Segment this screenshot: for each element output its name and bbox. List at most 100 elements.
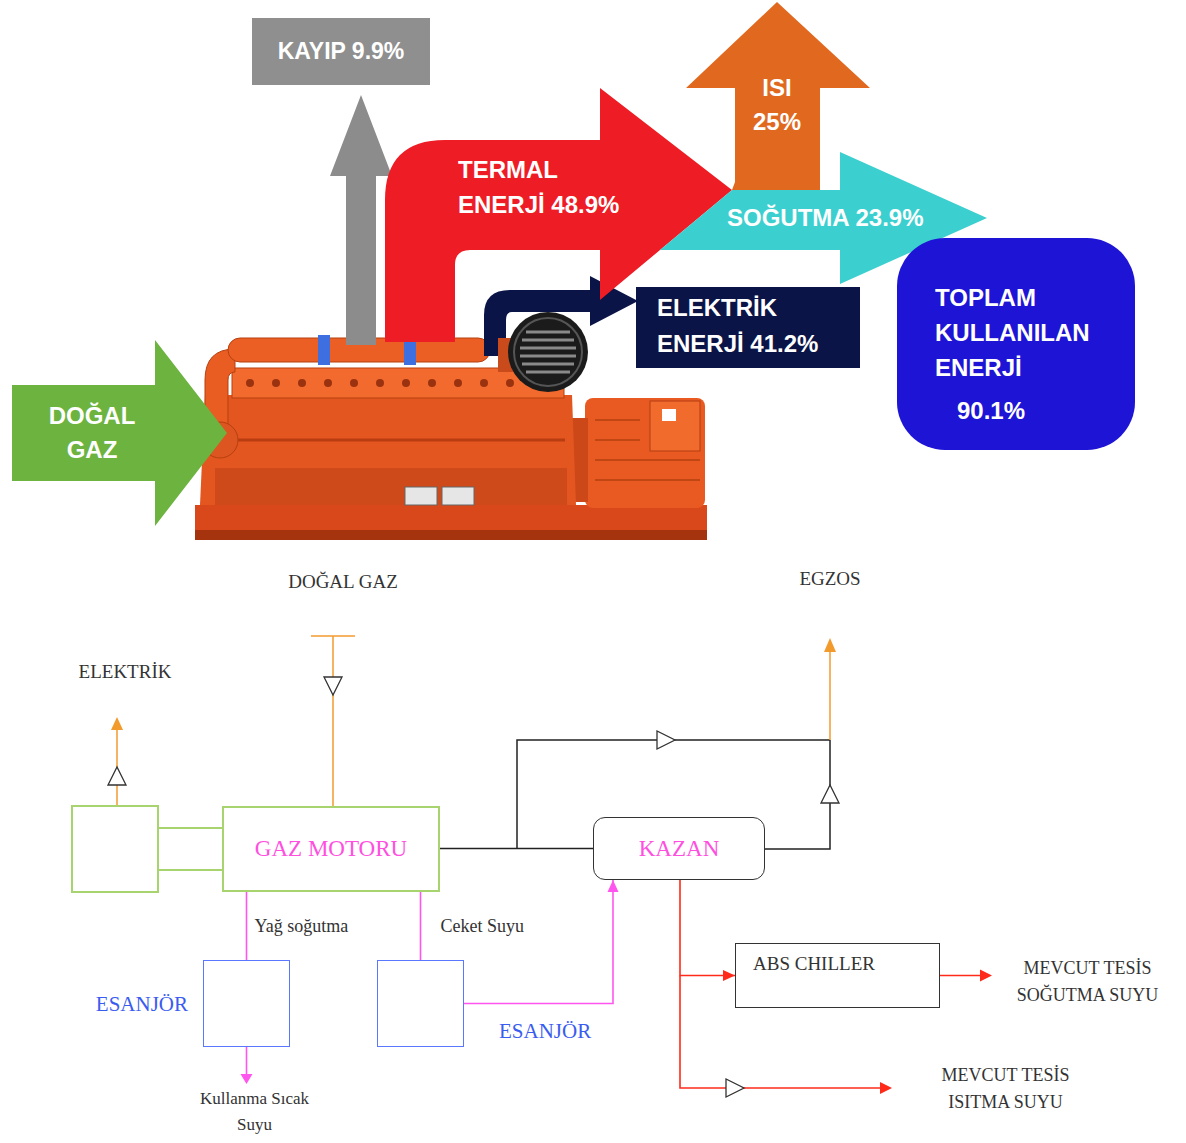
generator-symbol-part [158,869,222,871]
heating-water-line-part [726,1079,744,1097]
air-filter-part [520,355,576,358]
node-text-slot: GAZ MOTORU [224,834,438,864]
node-text-slot: DOĞAL GAZ [42,399,142,467]
generator-symbol-part [72,806,158,892]
air-filter-part [520,347,576,350]
connector-line [464,880,613,1004]
connector-line [680,880,735,976]
exhaust-line-part [765,740,830,849]
node-text: GAZ MOTORU [224,834,438,864]
total-energy-box: TOPLAM KULLANILAN ENERJİ 90.1% [897,238,1135,450]
chilled-water-line-part [940,975,982,977]
node-text-slot: ABS CHILLER [753,950,933,978]
air-filter-part [508,312,588,392]
node-text-slot: SOĞUTMA 23.9% [727,202,977,234]
chilled-water-line [940,970,992,982]
chilled-water-line-part [980,970,992,982]
exhaust-line-part [657,731,675,749]
gas-engine-part [506,379,514,387]
node-text-slot: 90.1% [957,393,1077,428]
node-text: KAYIP 9.9% [252,34,430,68]
node-text-slot: ESANJÖR [499,1017,639,1045]
gas-engine-part [215,439,565,442]
connector [464,880,619,1004]
generator-symbol [72,806,222,892]
gas-engine-part [454,379,462,387]
label-text: DOĞAL GAZ [263,568,423,595]
gas-engine-part [595,419,640,421]
node-text: DOĞAL GAZ [42,399,142,467]
gas-engine-part [402,379,410,387]
gas-engine-part [272,379,280,387]
label-text-slot: MEVCUT TESİS ISITMA SUYU [918,1062,1093,1116]
label-text-slot: MEVCUT TESİS SOĞUTMA SUYU [995,955,1180,1009]
node-text: SOĞUTMA 23.9% [727,202,977,234]
loss-box: KAYIP 9.9% [252,18,430,85]
air-filter-part [526,331,570,334]
node-text: ESANJÖR [499,1017,639,1045]
hot-water-line [241,1047,253,1084]
edge-label: Ceket Suyu [439,913,527,939]
air-filter-part [526,371,570,374]
gas-engine-part [480,379,488,387]
gas-engine-part [662,409,676,421]
electric-energy-box: ELEKTRİK ENERJİ 41.2% [636,287,860,368]
electric-output-line-part [111,717,123,730]
label-text-slot: DOĞAL GAZ [263,568,423,595]
node-text-slot: TOPLAM KULLANILAN ENERJİ [935,280,1100,385]
connector-line [246,892,248,960]
gas-engine-part [585,398,705,508]
gas-engine-part [376,379,384,387]
gas-engine-part [200,395,576,505]
fuel-input-arrow-shape [12,340,227,526]
label-text-slot: Kullanma Sıcak Suyu [192,1086,317,1138]
gas-engine-part [298,379,306,387]
node-text: ELEKTRİK ENERJİ 41.2% [657,290,837,362]
label-text: ELEKTRİK [45,658,205,685]
node-text: ESANJÖR [64,990,188,1018]
node-text-slot: KAYIP 9.9% [252,34,430,68]
absorption-chiller-box: ABS CHILLER [735,943,940,1008]
exhaust-line-part [517,740,830,849]
air-filter-part [522,339,574,342]
boiler-box: KAZAN [593,817,765,880]
gas-engine-part [246,379,254,387]
node-text: KAZAN [594,834,764,864]
connector [420,892,421,960]
gas-engine-part [195,530,707,540]
heating-water-line [680,976,892,1098]
node-text: ISI 25% [747,71,807,139]
air-filter [498,312,588,392]
gas-engine-part [595,459,700,461]
air-filter-part [522,363,574,366]
gas-engine-part [324,379,332,387]
edge-label-slot: Yağ soğutma [253,913,393,939]
hot-water-line-part [241,1074,253,1084]
gas-supply-line-part [332,636,334,806]
connector [680,880,735,981]
edge-label: Yağ soğutma [253,913,351,939]
fuel-input-arrow: DOĞAL GAZ [10,338,230,528]
gas-supply-line-part [324,677,342,695]
node-text-slot: TERMAL ENERJİ 48.9% [458,152,628,222]
gas-engine [195,335,707,540]
gas-engine-part [350,379,358,387]
gas-engine-part [650,401,700,451]
exhaust-line-part [824,638,836,652]
gas-engine-part [428,379,436,387]
gas-engine-part [595,479,700,481]
connector [246,892,247,960]
gas-engine-box: GAZ MOTORU [222,806,440,892]
gas-engine-part [195,505,707,539]
gas-engine-part [442,487,474,505]
connector-line [420,892,422,960]
gas-engine-part [405,487,437,505]
electric-output-line-part [108,767,126,785]
label-text: EGZOS [770,565,890,592]
generator-symbol-part [158,827,222,829]
hot-water-line-part [246,1047,248,1076]
node-text: 90.1% [957,393,1077,428]
gas-supply-line [311,636,355,806]
fuel-input-arrow-outline [10,338,230,528]
